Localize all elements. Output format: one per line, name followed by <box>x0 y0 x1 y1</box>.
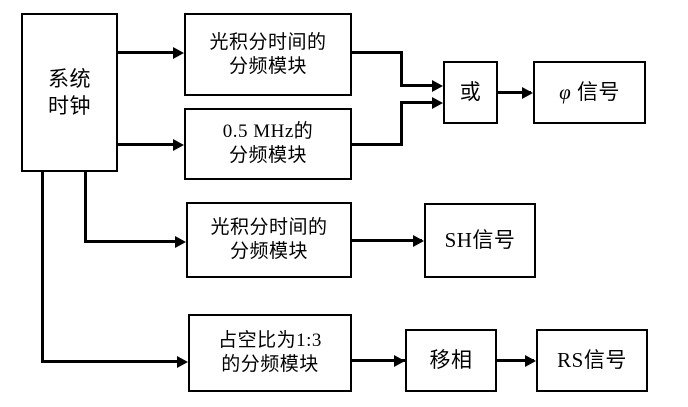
wire-bus-to-or-upper <box>400 84 438 87</box>
block-integration-time-divider-1-line-2: 分频模块 <box>228 55 307 77</box>
wire-int-div-2-to-sh-signal <box>351 239 422 242</box>
wire-phase-shift-to-rs-signal <box>496 359 534 362</box>
wire-bus-lower-vertical <box>400 101 403 146</box>
block-integration-time-divider-2[interactable]: 光积分时间的 分频模块 <box>186 202 352 278</box>
wire-clock-to-mhz-div <box>117 143 179 146</box>
block-rs-signal-label: RS信号 <box>557 348 627 373</box>
block-mhz-divider[interactable]: 0.5 MHz的 分频模块 <box>184 108 352 180</box>
arrowhead-or-gate-upper <box>432 79 443 92</box>
wire-clock-branch-low-vertical <box>41 170 44 363</box>
block-phi-signal-label: φ 信号 <box>559 79 620 105</box>
block-system-clock-line-2: 时钟 <box>48 93 91 118</box>
wire-bus-to-or-lower <box>400 101 438 104</box>
block-mhz-divider-line-2: 分频模块 <box>228 145 307 166</box>
arrowhead-or-gate-lower <box>432 96 443 109</box>
block-mhz-divider-line-1: 0.5 MHz的 <box>222 121 314 143</box>
block-integration-time-divider-2-line-2: 分频模块 <box>229 241 308 262</box>
block-sh-signal[interactable]: SH信号 <box>424 203 536 278</box>
block-integration-time-divider-1[interactable]: 光积分时间的 分频模块 <box>184 13 352 96</box>
wire-int-div-1-to-bus <box>351 51 403 54</box>
block-duty-cycle-divider-line-2: 的分频模块 <box>221 354 319 375</box>
wire-clock-branch-mid-vertical <box>84 170 87 243</box>
wire-mhz-div-to-bus <box>351 143 403 146</box>
arrowhead-phase-shift <box>394 354 405 367</box>
arrowhead-duty-div <box>177 355 188 368</box>
block-system-clock-line-1: 系统 <box>48 67 91 92</box>
phi-symbol: φ <box>559 80 572 105</box>
wire-or-gate-to-phi-signal <box>497 91 531 94</box>
block-duty-cycle-divider-line-1: 占空比为1:3 <box>218 330 322 352</box>
block-duty-cycle-divider[interactable]: 占空比为1:3 的分频模块 <box>188 314 352 392</box>
block-or-gate-label: 或 <box>459 80 482 105</box>
block-phi-signal[interactable]: φ 信号 <box>533 61 646 124</box>
block-phase-shift[interactable]: 移相 <box>405 329 497 392</box>
arrowhead-mhz-div <box>173 138 184 151</box>
wire-clock-branch-mid-horizontal <box>84 240 181 243</box>
block-integration-time-divider-2-line-1: 光积分时间的 <box>210 217 328 239</box>
block-rs-signal[interactable]: RS信号 <box>536 329 648 392</box>
wire-bus-upper-vertical <box>400 51 403 85</box>
arrowhead-sh-signal <box>413 234 424 247</box>
block-sh-signal-label: SH信号 <box>444 228 516 253</box>
block-or-gate[interactable]: 或 <box>443 61 498 124</box>
arrowhead-int-div-1 <box>173 46 184 59</box>
block-integration-time-divider-1-line-1: 光积分时间的 <box>209 31 327 53</box>
arrowhead-rs-signal <box>525 354 536 367</box>
block-phase-shift-label: 移相 <box>429 348 473 373</box>
wire-clock-to-int-div-1 <box>117 51 179 54</box>
block-system-clock[interactable]: 系统 时钟 <box>21 13 118 172</box>
wire-duty-div-to-phase-shift <box>351 359 405 362</box>
wire-clock-branch-low-horizontal <box>41 360 183 363</box>
arrowhead-phi-signal <box>522 86 533 99</box>
block-phi-signal-text: 信号 <box>576 80 620 105</box>
arrowhead-int-div-2 <box>175 235 186 248</box>
